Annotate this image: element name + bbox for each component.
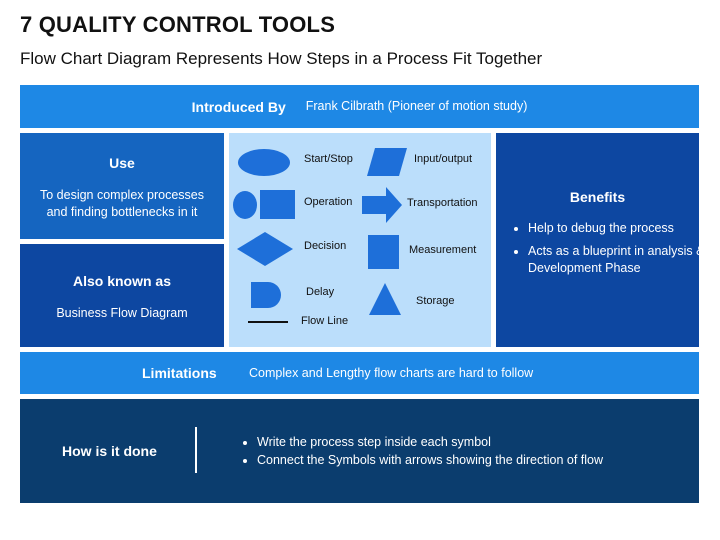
benefit-item: Help to debug the process	[528, 220, 710, 237]
storage-label: Storage	[416, 295, 455, 307]
delay-label: Delay	[306, 286, 335, 298]
start-stop-symbol-icon	[238, 149, 290, 176]
transportation-label: Transportation	[407, 197, 478, 209]
how-box: How is it done Write the process step in…	[20, 399, 699, 503]
flow-line-label: Flow Line	[301, 315, 349, 327]
limitations-bar: Limitations Complex and Lengthy flow cha…	[20, 352, 699, 394]
benefits-list: Help to debug the process Acts as a blue…	[510, 220, 710, 283]
also-known-heading: Also known as	[72, 273, 172, 289]
how-label: How is it done	[62, 443, 157, 459]
input-output-symbol-icon	[367, 148, 407, 176]
flow-line-icon	[248, 321, 288, 323]
limitations-value: Complex and Lengthy flow charts are hard…	[249, 366, 534, 380]
page-subtitle: Flow Chart Diagram Represents How Steps …	[20, 49, 543, 68]
benefits-box: Benefits Help to debug the process Acts …	[496, 133, 704, 347]
start-stop-label: Start/Stop	[304, 153, 353, 165]
how-divider	[195, 427, 197, 473]
use-box: Use To design complex processes and find…	[20, 133, 224, 239]
page-title: 7 QUALITY CONTROL TOOLS	[20, 12, 336, 37]
how-item: Connect the Symbols with arrows showing …	[257, 452, 697, 469]
input-output-label: Input/output	[414, 153, 473, 165]
transportation-arrow-icon	[362, 187, 402, 223]
also-known-box: Also known as Business Flow Diagram	[20, 244, 224, 347]
use-text-line2: and finding bottlenecks in it	[46, 205, 198, 219]
decision-diamond-icon	[237, 232, 293, 266]
introduced-by-value: Frank Cilbrath (Pioneer of motion study)	[305, 99, 528, 113]
operation-circle-icon	[233, 191, 257, 219]
use-text-line1: To design complex processes	[40, 188, 204, 202]
operation-rectangle-icon	[260, 190, 295, 219]
decision-label: Decision	[304, 240, 347, 252]
use-heading: Use	[109, 155, 135, 171]
storage-triangle-icon	[369, 283, 401, 315]
benefit-item: Acts as a blueprint in analysis & Develo…	[528, 243, 710, 277]
how-item: Write the process step inside each symbo…	[257, 434, 697, 451]
measurement-square-icon	[368, 235, 399, 269]
introduced-by-bar: Introduced By Frank Cilbrath (Pioneer of…	[20, 85, 699, 128]
benefits-heading: Benefits	[569, 189, 626, 205]
introduced-by-label: Introduced By	[191, 98, 286, 115]
also-known-text: Business Flow Diagram	[56, 306, 188, 320]
delay-symbol-icon	[251, 282, 281, 308]
how-list: Write the process step inside each symbo…	[239, 434, 697, 470]
measurement-label: Measurement	[409, 244, 477, 256]
limitations-label: Limitations	[142, 365, 217, 381]
symbols-panel: Start/Stop Input/output Operation Transp…	[229, 133, 491, 347]
operation-label: Operation	[304, 196, 353, 208]
